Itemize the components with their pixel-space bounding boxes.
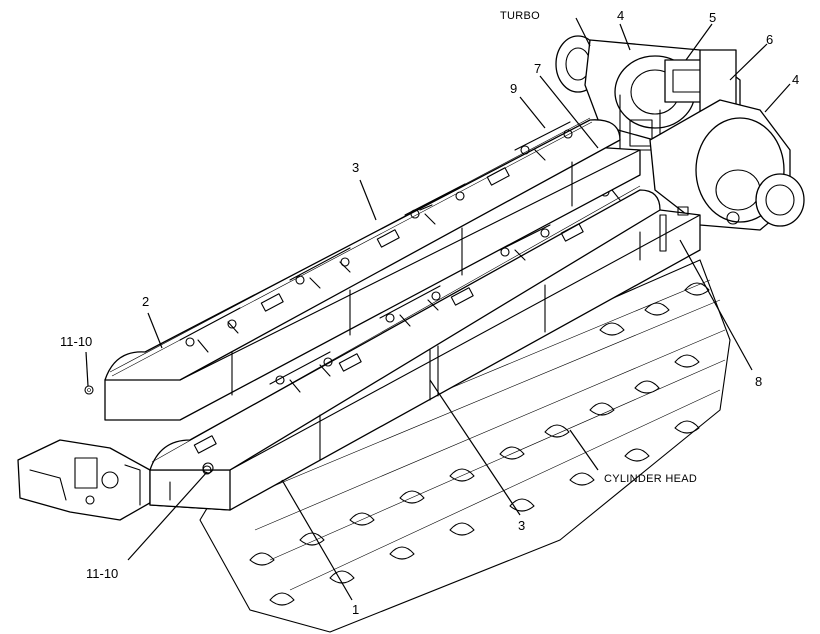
shield-tube-lower <box>151 185 641 463</box>
callout-6: 6 <box>766 32 773 47</box>
callout-4-right: 4 <box>792 72 799 87</box>
callout-7: 7 <box>534 61 541 76</box>
callout-8: 8 <box>755 374 762 389</box>
shield-tube-upper-2 <box>111 121 593 377</box>
label-turbo: TURBO <box>500 10 540 22</box>
shield-tube-upper <box>109 117 591 373</box>
label-cylinder-head: CYLINDER HEAD <box>604 473 697 485</box>
callout-11-10-bottom: 11-10 <box>86 566 118 581</box>
callout-4-top: 4 <box>617 8 624 23</box>
callout-9: 9 <box>510 81 517 96</box>
bolt-11-10-bottom <box>202 465 212 475</box>
cylinder-head-ports <box>249 282 710 606</box>
right-turbo-housing <box>649 99 805 231</box>
bolt-11-10-top <box>84 385 94 395</box>
callout-11-10-top: 11-10 <box>60 334 92 349</box>
leader-lines <box>85 17 791 601</box>
callout-2: 2 <box>142 294 149 309</box>
front-housing <box>17 439 156 521</box>
callout-3-bottom: 3 <box>518 518 525 533</box>
callout-5: 5 <box>709 10 716 25</box>
callout-3-top: 3 <box>352 160 359 175</box>
callout-1: 1 <box>352 602 359 617</box>
